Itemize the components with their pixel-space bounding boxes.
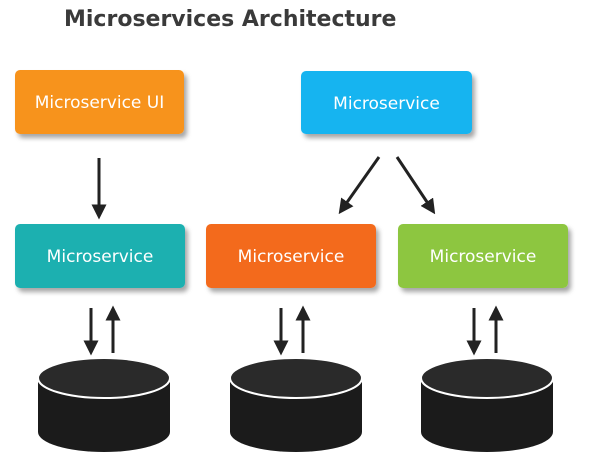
database-left — [37, 357, 171, 452]
arrow-top-to-green — [395, 156, 436, 215]
arrow-top-to-orange — [338, 156, 381, 215]
microservice-teal-label: Microservice — [47, 247, 154, 267]
top-microservice-box — [301, 71, 472, 134]
database-top — [229, 357, 363, 399]
microservice-ui-node: Microservice UI — [15, 70, 184, 134]
microservice-teal-node: Microservice — [15, 224, 185, 288]
microservice-teal-box — [15, 224, 185, 288]
microservice-ui-box — [15, 70, 184, 134]
microservice-green-box — [398, 224, 568, 288]
top-microservice-label: Microservice — [333, 94, 440, 114]
microservice-ui-label: Microservice UI — [35, 93, 165, 113]
microservice-green-label: Microservice — [430, 247, 537, 267]
db-arrows — [83, 305, 504, 356]
microservice-orange-label: Microservice — [238, 247, 345, 267]
database-middle — [229, 357, 363, 452]
microservice-orange-node: Microservice — [206, 224, 376, 288]
database-right — [420, 357, 554, 452]
diagram-title: Microservices Architecture — [64, 7, 396, 32]
service-arrows — [91, 156, 436, 220]
microservice-green-node: Microservice — [398, 224, 568, 288]
microservice-orange-box — [206, 224, 376, 288]
database-top — [37, 357, 171, 399]
top-microservice-node: Microservice — [301, 71, 472, 134]
database-top — [420, 357, 554, 399]
